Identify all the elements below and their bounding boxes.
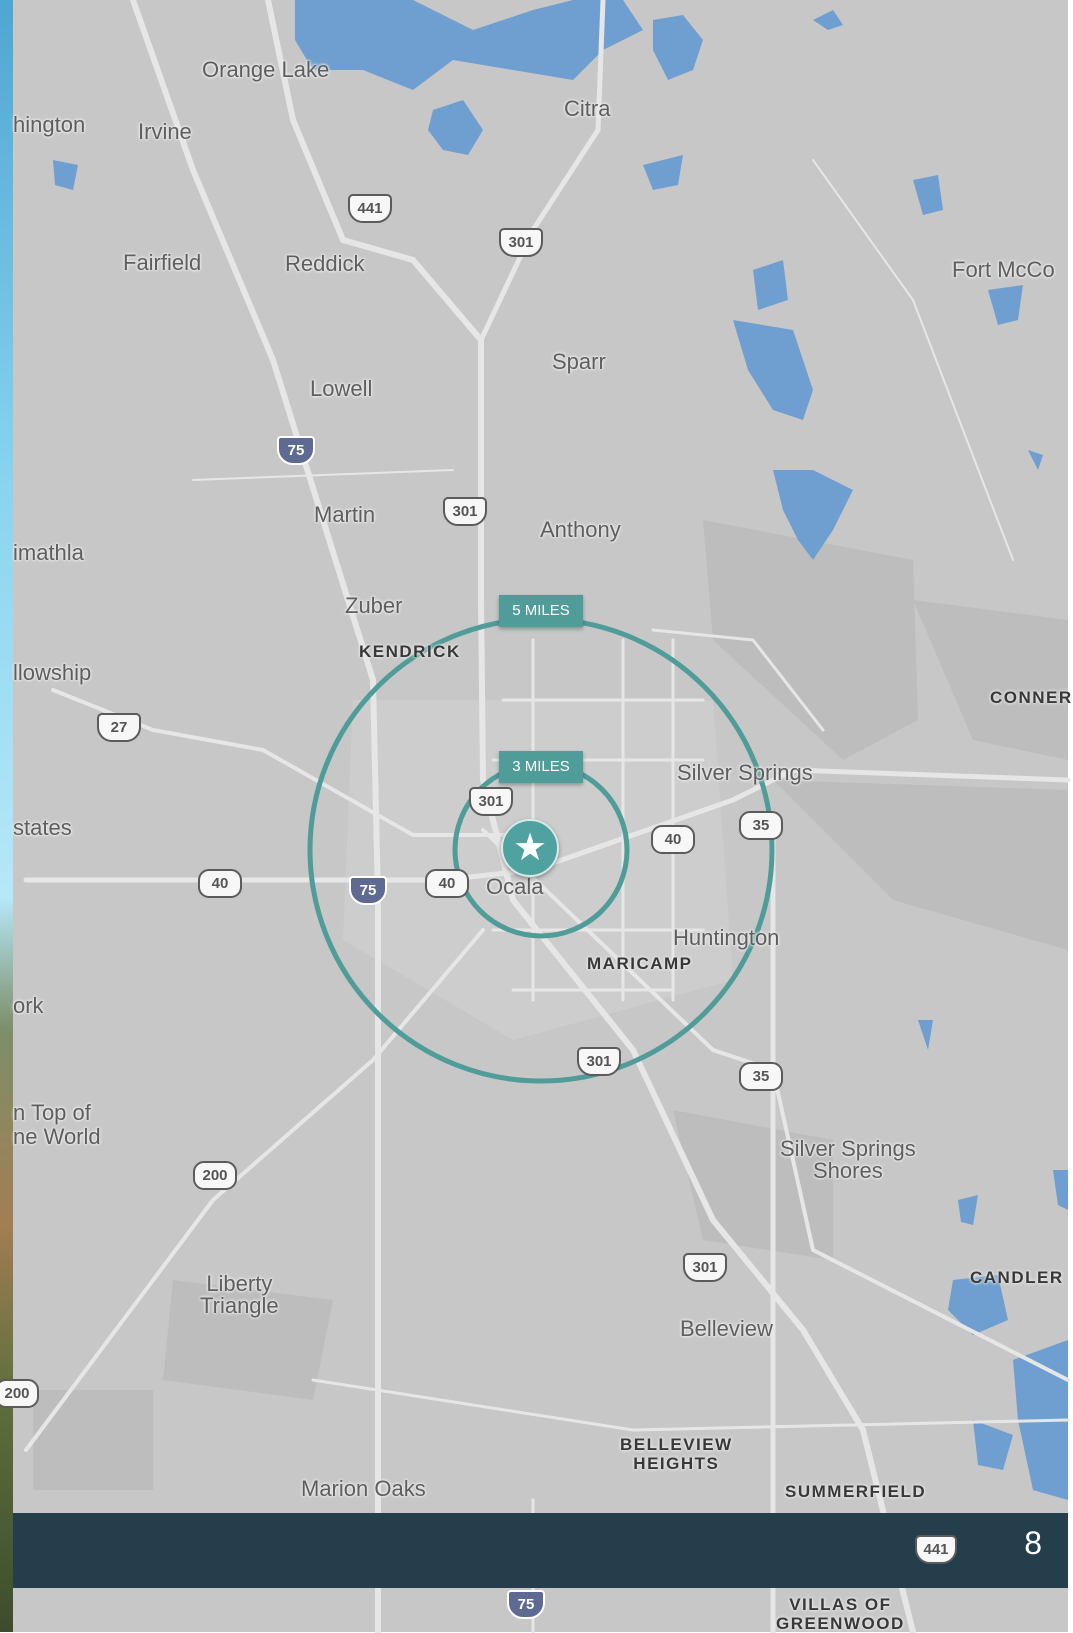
area-label: KENDRICK bbox=[359, 642, 461, 661]
route-35-shield: 35 bbox=[739, 1062, 783, 1091]
interstate-75-shield: 75 bbox=[277, 436, 315, 465]
three-mile-radius-label: 3 MILES bbox=[499, 751, 583, 783]
interstate-75-shield: 75 bbox=[349, 876, 387, 905]
area-label: CONNER bbox=[990, 688, 1073, 707]
page-number: 8 bbox=[1024, 1525, 1042, 1561]
side-photo-strip bbox=[0, 0, 13, 1632]
place-label: Zuber bbox=[345, 593, 403, 618]
area-label: CANDLER bbox=[970, 1268, 1064, 1287]
place-label: states bbox=[13, 815, 72, 840]
place-label: Martin bbox=[314, 502, 376, 527]
route-200-shield: 200 bbox=[193, 1161, 237, 1190]
interstate-75-shield: 75 bbox=[507, 1590, 545, 1619]
place-label: Liberty Triangle bbox=[200, 1271, 279, 1318]
route-301-shield: 301 bbox=[577, 1047, 621, 1076]
place-label: Sparr bbox=[552, 349, 606, 374]
route-301-shield: 301 bbox=[443, 497, 487, 526]
area-label: SUMMERFIELD bbox=[785, 1482, 927, 1501]
route-40-shield: 40 bbox=[198, 869, 242, 898]
place-label: ne World bbox=[13, 1124, 101, 1149]
route-35-shield: 35 bbox=[739, 811, 783, 840]
place-label: Silver Springs Shores bbox=[780, 1136, 916, 1183]
place-label: imathla bbox=[13, 540, 84, 565]
place-label: Huntington bbox=[673, 925, 780, 950]
route-441-shield: 441 bbox=[915, 1535, 957, 1564]
place-label: ork bbox=[13, 993, 44, 1018]
place-label: Citra bbox=[564, 96, 611, 121]
place-label: Belleview bbox=[680, 1316, 773, 1341]
route-40-shield: 40 bbox=[425, 869, 469, 898]
route-301-shield: 301 bbox=[683, 1253, 727, 1282]
five-mile-radius-label: 5 MILES bbox=[499, 595, 583, 627]
place-label: hington bbox=[13, 112, 86, 137]
place-label: Silver Springs bbox=[677, 760, 813, 785]
area-label: MARICAMP bbox=[587, 954, 693, 973]
route-27-shield: 27 bbox=[97, 713, 141, 742]
route-441-shield: 441 bbox=[348, 194, 392, 223]
place-label: Fort McCo bbox=[952, 257, 1055, 282]
place-label: llowship bbox=[13, 660, 92, 685]
place-label: Fairfield bbox=[123, 250, 202, 275]
place-label: Marion Oaks bbox=[301, 1476, 426, 1501]
route-301-shield: 301 bbox=[499, 228, 543, 257]
place-label: Reddick bbox=[285, 251, 365, 276]
property-marker[interactable]: ★ bbox=[501, 819, 559, 877]
area-label: BELLEVIEW HEIGHTS bbox=[620, 1435, 733, 1473]
place-label: Lowell bbox=[310, 376, 373, 401]
place-label: Orange Lake bbox=[202, 57, 330, 82]
area-label: VILLAS OF GREENWOOD bbox=[776, 1595, 905, 1633]
place-label: Ocala bbox=[486, 874, 544, 899]
star-icon: ★ bbox=[512, 827, 548, 869]
place-label: Anthony bbox=[540, 517, 621, 542]
footer-bar: 441 8 bbox=[13, 1513, 1068, 1588]
route-301-shield: 301 bbox=[469, 787, 513, 816]
route-40-shield: 40 bbox=[651, 825, 695, 854]
place-label: Irvine bbox=[138, 119, 192, 144]
water-bodies bbox=[53, 0, 1068, 1500]
route-200-shield: 200 bbox=[0, 1379, 39, 1408]
place-label: n Top of bbox=[13, 1100, 91, 1125]
